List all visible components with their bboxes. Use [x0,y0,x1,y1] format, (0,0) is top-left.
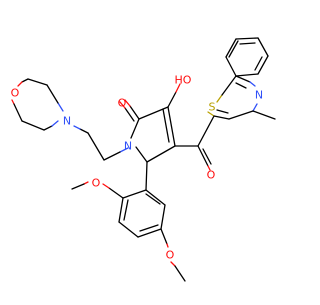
pyrrolinone-ring [130,106,176,163]
structure-svg: O HO N N O S N O O O [11,37,276,282]
morpholine-nitrogen-label: N [63,115,71,128]
lactam-carbonyl [119,99,140,122]
methoxy-top-oxygen-label: O [92,177,101,190]
hydroxyl-label: HO [175,74,192,87]
ethyl-linker [73,125,129,161]
morpholine-ring [11,78,64,131]
lactam-oxygen-label: O [118,97,127,110]
aryl-bond [145,161,148,191]
thiazole-ring [207,75,276,120]
methoxy-bottom-oxygen-label: O [166,249,175,262]
thiazole-sulfur-label: S [209,101,216,114]
hydroxyl-bond [167,91,177,108]
hydroxyl-bond-o [175,83,181,93]
methoxy-top [71,181,124,199]
methoxy-bottom [160,228,186,282]
ketone-linker [174,115,215,171]
ketone-oxygen-label: O [207,169,216,182]
pyrrole-nitrogen-label: N [124,140,132,153]
thiazole-nitrogen-label: N [255,89,263,102]
phenyl-ring [225,37,269,77]
molecule-diagram: O HO N N O S N O O O [11,37,276,282]
dimethoxyphenyl-ring [118,189,166,238]
morpholine-oxygen-label: O [11,87,20,100]
